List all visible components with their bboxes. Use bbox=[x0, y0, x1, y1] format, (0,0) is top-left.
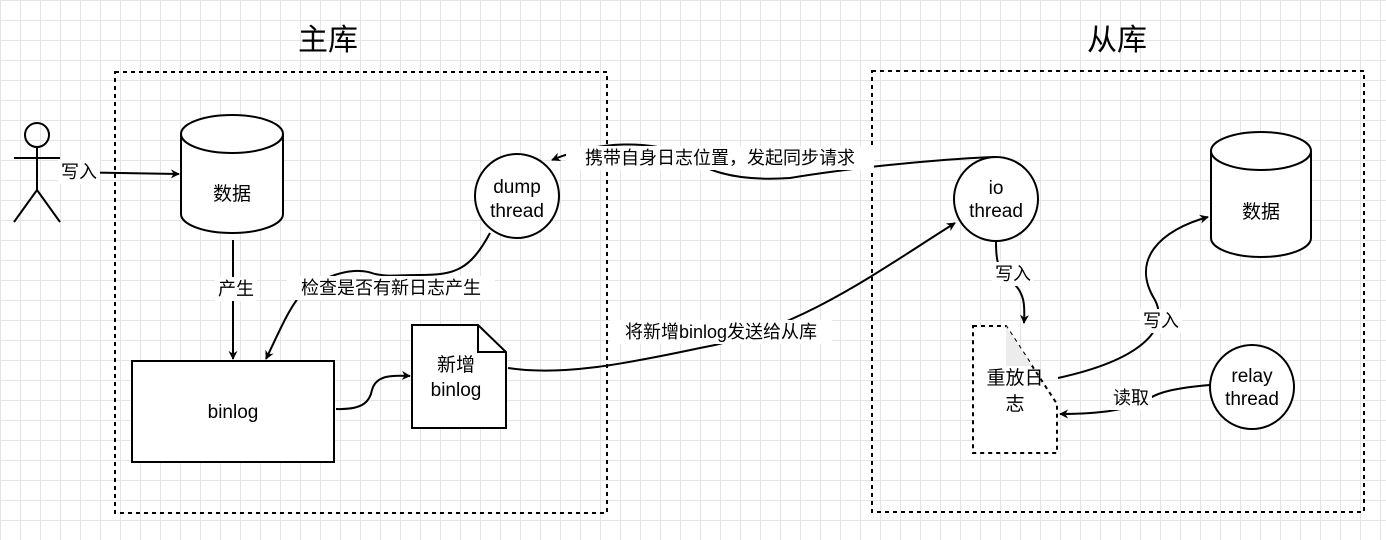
edge-relay-write-label: 写入 bbox=[1143, 311, 1179, 331]
io-thread-label-2: thread bbox=[969, 201, 1023, 222]
master-group: 主库 bbox=[114, 24, 608, 514]
new-binlog-document: 新增 binlog bbox=[411, 324, 507, 429]
edge-send-binlog: 将新增binlog发送给从库 bbox=[507, 222, 956, 372]
dump-thread-label-1: dump bbox=[493, 177, 541, 198]
io-thread-node: io thread bbox=[953, 156, 1039, 242]
new-binlog-label-1: 新增 bbox=[437, 354, 475, 376]
edge-sync-request-label: 携带自身日志位置，发起同步请求 bbox=[585, 148, 855, 168]
relay-log-document: 重放日 志 bbox=[972, 325, 1058, 454]
edge-user-write-label: 写入 bbox=[61, 162, 97, 182]
edge-user-write: 写入 bbox=[58, 160, 180, 184]
user-icon bbox=[13, 122, 61, 223]
edge-produce-label: 产生 bbox=[218, 279, 254, 299]
edge-relay-read: 读取 bbox=[1059, 384, 1211, 419]
relay-thread-label-2: thread bbox=[1225, 389, 1279, 410]
edge-produce: 产生 bbox=[215, 240, 257, 360]
relay-log-label-2: 志 bbox=[1005, 393, 1024, 415]
edge-io-write: 写入 bbox=[992, 241, 1034, 324]
dump-thread-node: dump thread bbox=[474, 153, 560, 239]
new-binlog-label-2: binlog bbox=[431, 380, 482, 401]
slave-database: 数据 bbox=[1210, 131, 1312, 258]
edge-sync-request: 携带自身日志位置，发起同步请求 bbox=[551, 143, 997, 180]
master-title: 主库 bbox=[298, 24, 358, 57]
relay-thread-node: relay thread bbox=[1209, 344, 1295, 430]
binlog-label: binlog bbox=[208, 402, 259, 423]
edge-binlog-to-new bbox=[335, 371, 411, 411]
edge-relay-write: 写入 bbox=[1057, 214, 1209, 379]
slave-database-label: 数据 bbox=[1242, 201, 1280, 223]
io-thread-label-1: io bbox=[989, 178, 1004, 199]
binlog-box: binlog bbox=[131, 360, 335, 463]
relay-thread-label-1: relay bbox=[1231, 366, 1273, 387]
slave-group: 从库 bbox=[871, 24, 1365, 513]
slave-title: 从库 bbox=[1087, 24, 1147, 57]
edge-relay-read-label: 读取 bbox=[1113, 388, 1149, 408]
dump-thread-label-2: thread bbox=[490, 201, 544, 222]
edge-io-write-label: 写入 bbox=[995, 264, 1031, 284]
edge-check-new-log: 检查是否有新日志产生 bbox=[265, 232, 495, 360]
edge-send-binlog-label: 将新增binlog发送给从库 bbox=[625, 322, 817, 342]
relay-log-label-1: 重放日 bbox=[986, 367, 1043, 389]
edge-check-new-log-label: 检查是否有新日志产生 bbox=[301, 278, 481, 298]
master-database: 数据 bbox=[180, 114, 284, 234]
master-database-label: 数据 bbox=[213, 183, 251, 205]
